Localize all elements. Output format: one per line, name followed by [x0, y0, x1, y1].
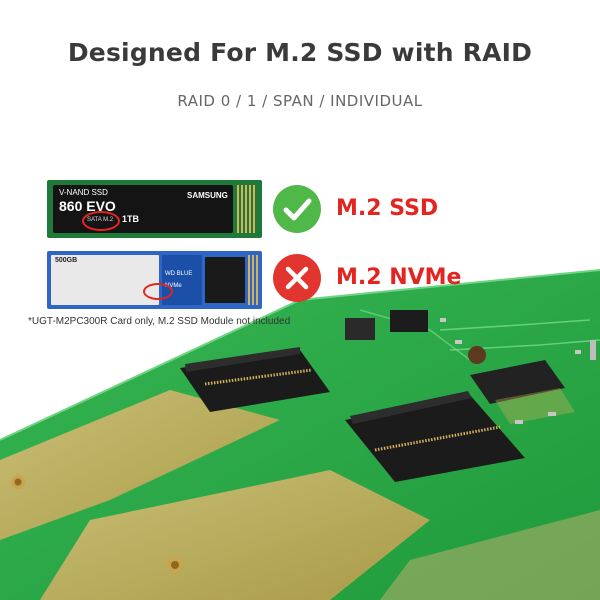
cross-icon — [273, 254, 321, 302]
module-interface-text: NVMe — [165, 283, 182, 289]
interface-highlight-circle — [82, 211, 120, 231]
module-capacity-text: 1TB — [122, 214, 140, 224]
raid-modes-subtitle: RAID 0 / 1 / SPAN / INDIVIDUAL — [177, 92, 423, 110]
module-brand-text: SAMSUNG — [187, 191, 228, 200]
supported-label: M.2 SSD — [336, 196, 439, 221]
footnote: *UGT-M2PC300R Card only, M.2 SSD Module … — [28, 316, 291, 327]
page-title: Designed For M.2 SSD with RAID — [67, 38, 533, 67]
interface-highlight-circle — [143, 283, 173, 300]
module-model-text: WD BLUE — [165, 271, 193, 277]
controller-chip — [205, 257, 245, 303]
unsupported-label: M.2 NVMe — [336, 265, 462, 290]
module-model-text: 860 EVO — [59, 198, 116, 214]
check-icon — [273, 185, 321, 233]
edge-connector — [237, 185, 257, 233]
edge-connector — [248, 255, 260, 305]
nvme-ssd-module-image: 500GB WD BLUE NVMe — [47, 251, 262, 309]
module-series-text: V-NAND SSD — [59, 188, 108, 197]
module-capacity-text: 500GB — [55, 257, 78, 264]
module-sticker — [51, 255, 159, 305]
sata-ssd-module-image: V-NAND SSD 860 EVO SATA M.2 1TB SAMSUNG — [47, 180, 262, 238]
